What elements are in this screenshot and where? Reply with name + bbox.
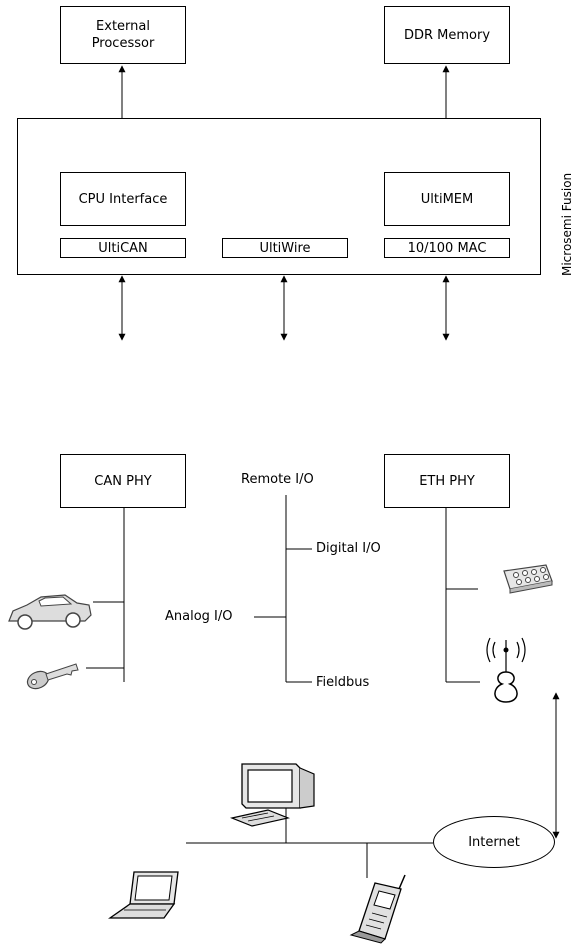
car-icon	[8, 594, 92, 630]
internet-cloud: Internet	[433, 816, 555, 868]
eth-phy-block: ETH PHY	[384, 454, 510, 508]
fpga-label: Microsemi Fusion	[560, 172, 574, 276]
cpu-interface-block: CPU Interface	[60, 172, 186, 226]
analog-io-label: Analog I/O	[165, 609, 233, 624]
ddr-memory-block: DDR Memory	[384, 6, 510, 64]
fieldbus-label: Fieldbus	[316, 675, 370, 690]
key-icon	[26, 663, 79, 690]
ultican-block: UltiCAN	[60, 238, 186, 258]
desktop-computer-icon	[229, 763, 315, 827]
mobile-phone-icon	[349, 874, 406, 944]
remote-io-label: Remote I/O	[241, 472, 314, 487]
ultiwire-block: UltiWire	[222, 238, 348, 258]
ultimem-block: UltiMEM	[384, 172, 510, 226]
antenna-sensor-icon	[486, 637, 526, 703]
digital-io-label: Digital I/O	[316, 541, 381, 556]
can-phy-block: CAN PHY	[60, 454, 186, 508]
mac-block: 10/100 MAC	[384, 238, 510, 258]
connector-icon	[503, 564, 553, 594]
external-processor-block: External Processor	[60, 6, 186, 64]
laptop-icon	[108, 871, 179, 919]
